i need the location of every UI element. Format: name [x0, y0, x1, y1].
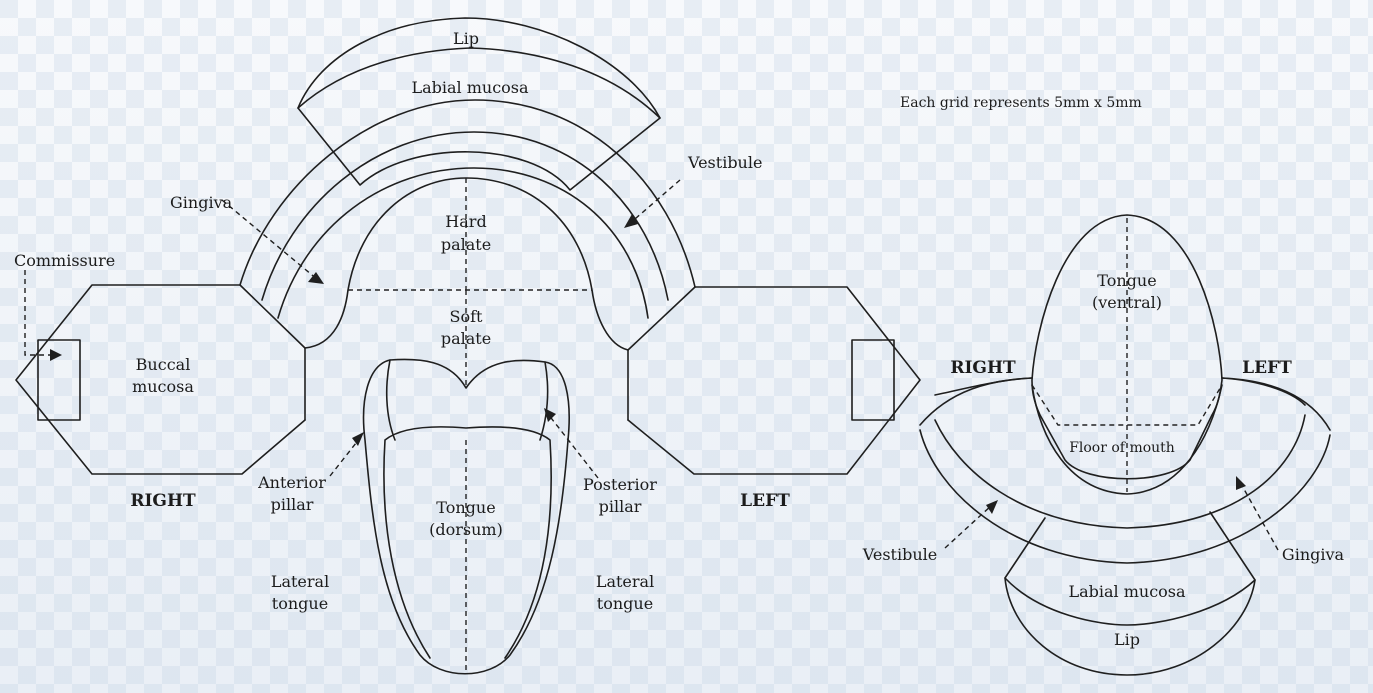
label-lateral-tongue-right-2: tongue [597, 594, 653, 613]
commissure-arrowhead [50, 349, 62, 361]
label-anterior-pillar-1: Anterior [257, 473, 326, 492]
lower-arch-outer [920, 378, 1032, 425]
label-floor-of-mouth: Floor of mouth [1069, 440, 1175, 456]
label-soft-palate-1: Soft [450, 307, 484, 326]
left-commissure-box [852, 340, 894, 420]
anterior-pillar-arrowhead [352, 432, 364, 446]
vestibule-right-end [628, 287, 695, 350]
label-commissure: Commissure [14, 251, 115, 270]
lower-labial-mucosa [1005, 512, 1255, 625]
label-buccal-mucosa-2: mucosa [132, 377, 194, 396]
tongue-dorsum-inner [384, 427, 551, 658]
label-labial-mucosa: Labial mucosa [411, 78, 529, 97]
gingiva-arrowhead [308, 272, 324, 284]
left-buccal-section [628, 287, 920, 474]
label-anterior-pillar-2: pillar [271, 495, 314, 514]
label-right-lower: RIGHT [950, 358, 1016, 378]
label-buccal-mucosa-1: Buccal [136, 355, 191, 374]
label-posterior-pillar-2: pillar [599, 497, 642, 516]
lower-gingiva-outer [935, 378, 1305, 405]
label-vestibule-lower: Vestibule [862, 545, 937, 564]
label-left-upper: LEFT [740, 491, 790, 511]
label-vestibule-upper: Vestibule [687, 153, 762, 172]
label-right-upper: RIGHT [130, 491, 196, 511]
label-gingiva-lower: Gingiva [1282, 545, 1345, 564]
label-hard-palate-2: palate [441, 235, 491, 254]
vestibule-left-end [240, 285, 305, 348]
labels: Lip Labial mucosa Each grid represents 5… [14, 29, 1345, 649]
label-tongue-dorsum-2: (dorsum) [429, 520, 503, 539]
tongue-left-fold [387, 360, 395, 440]
lip-outline [298, 18, 660, 190]
label-tongue-ventral-1: Tongue [1097, 271, 1156, 290]
label-tongue-dorsum-1: Tongue [436, 498, 495, 517]
lower-vestibule-arrowhead [986, 500, 998, 514]
right-commissure-box [38, 340, 80, 420]
lower-arch-outer-right [1222, 378, 1330, 430]
gingiva-arrow [222, 200, 318, 280]
label-lateral-tongue-left-2: tongue [272, 594, 328, 613]
label-lip: Lip [453, 29, 479, 48]
lower-vestibule-arrow [945, 505, 992, 548]
label-tongue-ventral-2: (ventral) [1092, 293, 1162, 312]
left-buccal-outline [628, 287, 920, 474]
vestibule-arrow [628, 180, 680, 225]
label-lateral-tongue-right-1: Lateral [596, 572, 654, 591]
label-grid-note: Each grid represents 5mm x 5mm [900, 95, 1142, 111]
label-left-lower: LEFT [1242, 358, 1292, 378]
vestibule-arrowhead [624, 214, 638, 228]
posterior-pillar-arrow [548, 414, 598, 478]
lower-gingiva-arrowhead [1236, 476, 1246, 490]
label-labial-mucosa-lower: Labial mucosa [1068, 582, 1186, 601]
label-lateral-tongue-left-1: Lateral [271, 572, 329, 591]
label-lip-lower: Lip [1114, 630, 1140, 649]
vestibule-outer [240, 100, 695, 287]
tongue-right-fold [540, 362, 548, 440]
anterior-pillar-arrow [330, 438, 360, 476]
annotation-arrows [25, 180, 1278, 550]
label-hard-palate-1: Hard [445, 212, 486, 231]
label-posterior-pillar-1: Posterior [583, 475, 657, 494]
label-gingiva-upper: Gingiva [170, 193, 233, 212]
label-soft-palate-2: palate [441, 329, 491, 348]
